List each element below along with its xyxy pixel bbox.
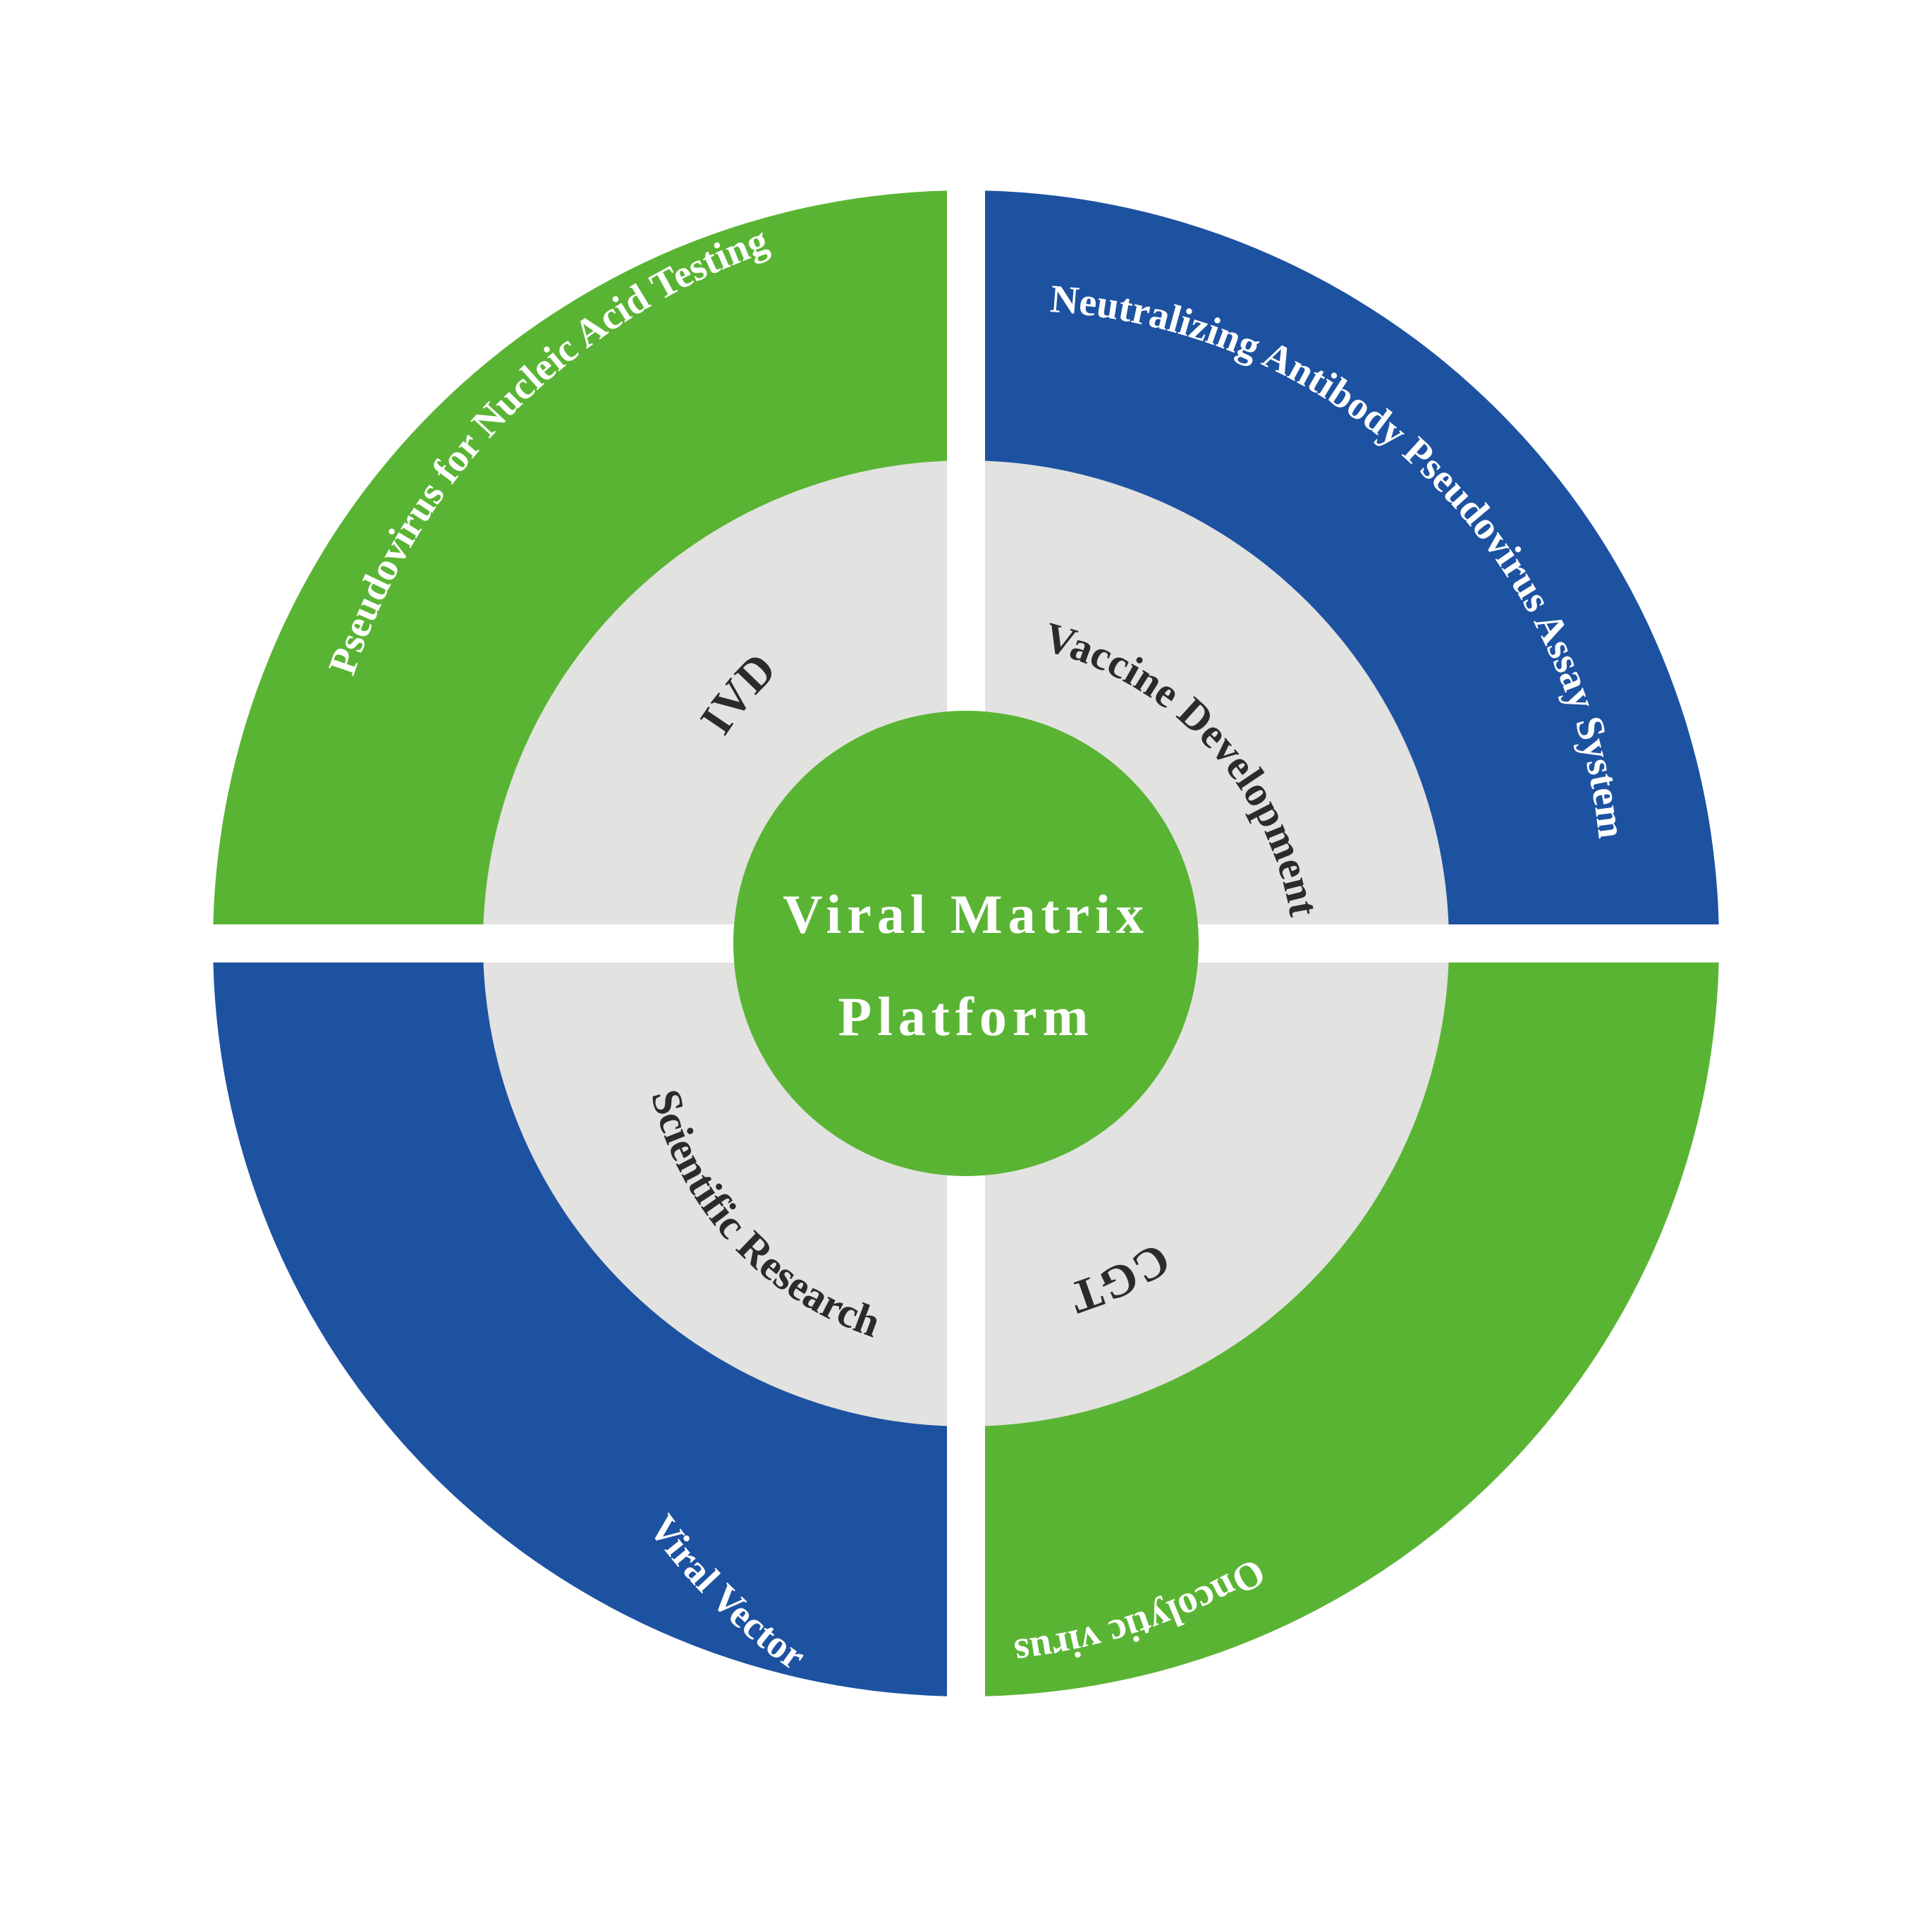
center-circle [733,711,1199,1176]
center-title-line1: Viral Matrix [783,884,1149,945]
center-title-line2: Platform [838,986,1094,1047]
